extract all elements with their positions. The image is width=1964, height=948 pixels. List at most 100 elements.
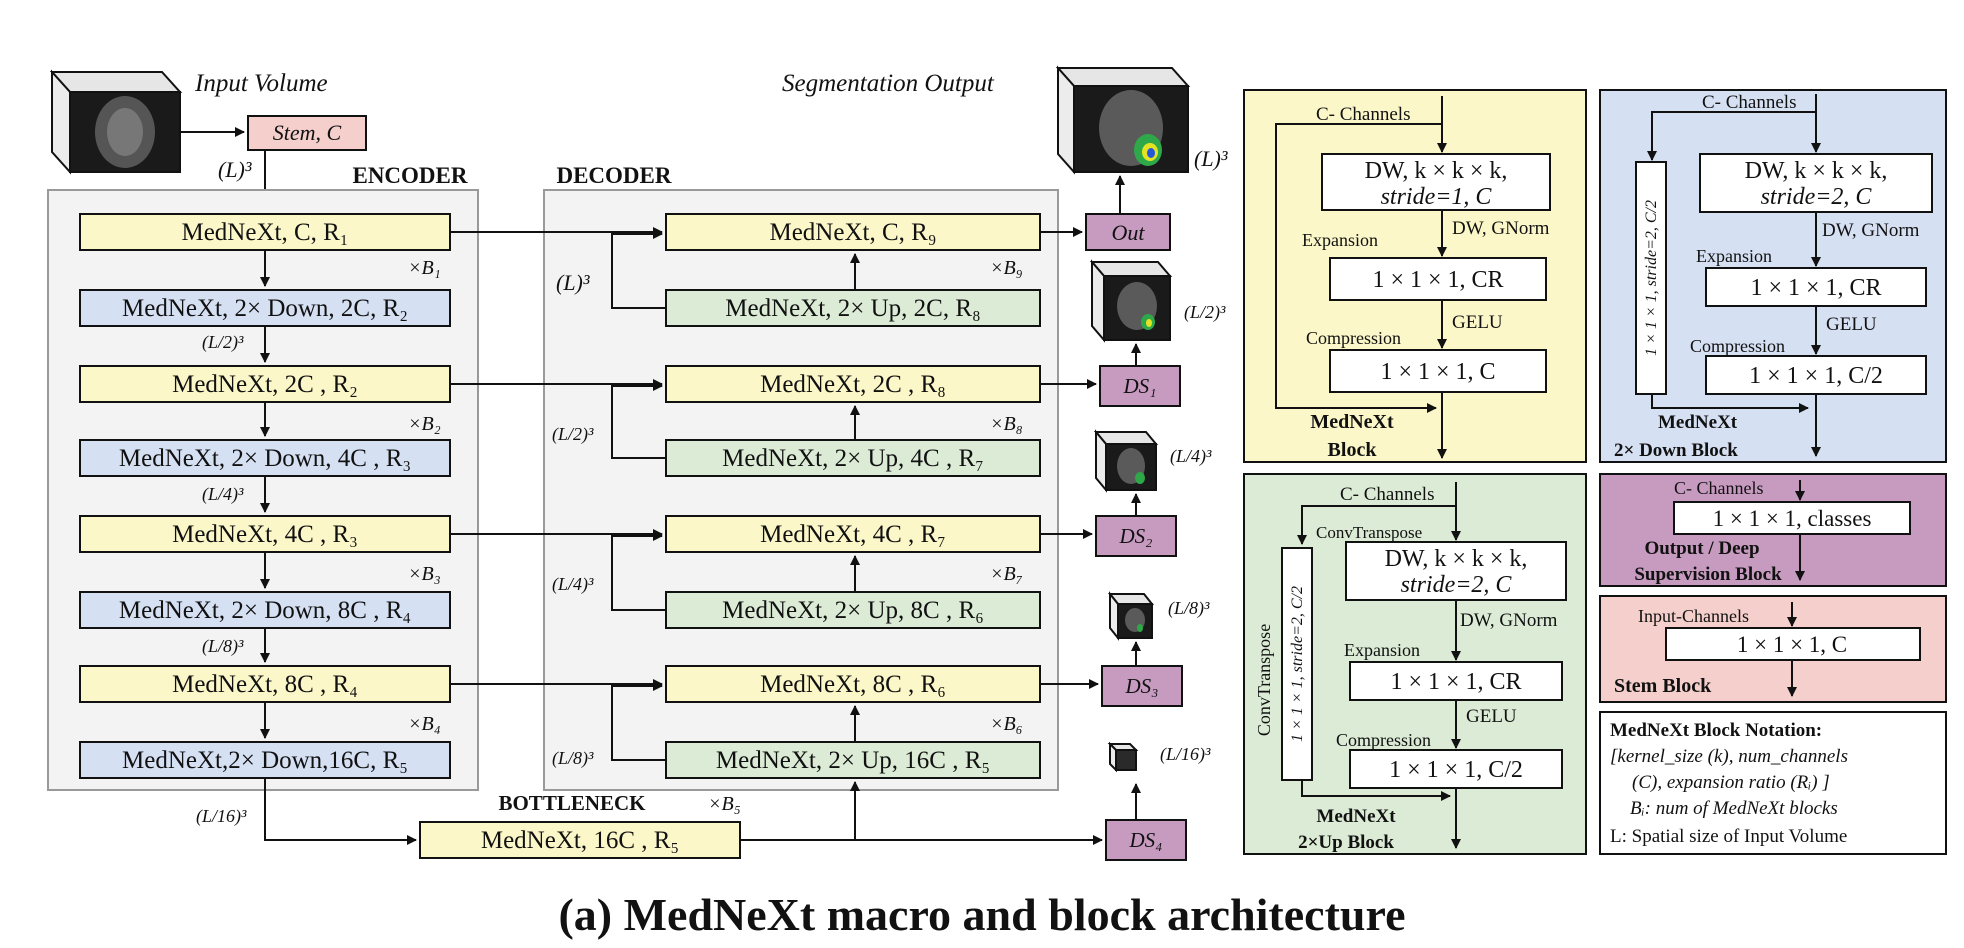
decoder-label-2: MedNeXt, 2× Up, 2C, R₈ [725,295,980,322]
stem-block [247,115,367,151]
stem-title: Stem Block [1614,675,1712,697]
down-exp-text: 1 × 1 × 1, CR [1750,275,1881,301]
down-compression-label: Compression [1690,336,1785,356]
down-side-text: 1 × 1 × 1, stride=2, C/2 [1643,200,1660,356]
repeat-B4: ×B₄ [408,713,441,735]
up-title-2: 2×Up Block [1298,832,1394,853]
encoder-label-5: MedNeXt, 4C , R₃ [172,521,358,548]
decoder-block-8 [665,741,1041,779]
output-size-label: (L)³ [1194,146,1228,171]
encoder-blocks: MedNeXt, C, R₁ MedNeXt, 2× Down, 2C, R₂ … [79,213,451,779]
size-label-L4-dec: (L/4)³ [552,574,594,595]
output-title-1: Output / Deep [1644,538,1759,559]
down-channels-label: C- Channels [1702,92,1796,113]
ds1-volume-icon [1089,259,1173,343]
mednext-exp-text: 1 × 1 × 1, CR [1372,267,1503,293]
up-channels-label: C- Channels [1340,484,1434,505]
up-dw-line1: DW, k × k × k, [1385,546,1528,572]
stem-channels-label: Input-Channels [1638,606,1749,626]
up-title-1: MedNeXt [1316,806,1396,827]
mednext-comp-text: 1 × 1 × 1, C [1380,359,1495,385]
decoder-block-5 [665,515,1041,553]
up-dw-box [1345,541,1567,601]
bottleneck-label: MedNeXt, 16C , R₅ [481,827,679,854]
decoder-label-4: MedNeXt, 2× Up, 4C , R₇ [722,445,984,472]
ds3-volume-icon [1107,591,1155,641]
down-title-2: 2× Down Block [1614,440,1738,461]
encoder-block-7 [79,665,451,703]
ds2-size-label: (L/4)³ [1170,446,1212,467]
ds2-block [1095,515,1177,557]
repeat-B8: ×B₈ [990,413,1023,435]
down-comp-box [1705,355,1927,395]
encoder-label-6: MedNeXt, 2× Down, 8C , R₄ [119,597,411,624]
mednext-dw-line2: stride=1, C [1381,184,1493,210]
stem-box [1665,627,1921,661]
repeat-B9: ×B₉ [990,257,1023,279]
encoder-label-4: MedNeXt, 2× Down, 4C , R₃ [119,445,411,472]
encoder-title: ENCODER [352,163,467,188]
input-volume-label: Input Volume [194,70,328,97]
decoder-label-7: MedNeXt, 8C , R₆ [760,671,946,698]
ds3-size-label: (L/8)³ [1168,598,1210,619]
size-label-L16-enc: (L/16)³ [196,806,247,827]
encoder-block-3 [79,365,451,403]
mednext-dw-line1: DW, k × k × k, [1365,158,1508,184]
notation-line1: [kernel_size (k), num_channels [1610,746,1848,767]
output-title-2: Supervision Block [1634,564,1782,585]
size-label-L4-enc: (L/4)³ [202,484,244,505]
decoder-label-5: MedNeXt, 4C , R₇ [760,521,946,548]
up-comp-text: 1 × 1 × 1, C/2 [1389,757,1523,783]
mednext-gelu-label: GELU [1452,312,1503,333]
mednext-dwnorm-label: DW, GNorm [1452,218,1550,239]
down-dw-line2: stride=2, C [1761,184,1873,210]
out-block [1085,213,1171,251]
ds3-block [1101,665,1183,707]
encoder-label-8: MedNeXt,2× Down,16C, R₅ [122,747,408,774]
stem-label: Stem, C [273,120,342,145]
down-dwnorm-label: DW, GNorm [1822,220,1920,241]
down-dw-line1: DW, k × k × k, [1745,158,1888,184]
ds4-label: DS₄ [1129,828,1163,852]
bottleneck-title: BOTTLENECK [498,791,646,815]
repeat-B6: ×B₆ [990,713,1023,735]
ds2-volume-icon [1093,429,1159,493]
down-expansion-label: Expansion [1696,246,1772,266]
size-label-L2-dec: (L/2)³ [552,424,594,445]
size-label-L8-enc: (L/8)³ [202,636,244,657]
ds1-block [1099,365,1181,407]
up-expansion-label: Expansion [1344,640,1420,660]
repeat-B1: ×B₁ [408,257,441,279]
up-dwnorm-label: DW, GNorm [1460,610,1558,631]
up-side-box [1281,547,1313,781]
decoder-blocks: MedNeXt, C, R₉ MedNeXt, 2× Up, 2C, R₈ Me… [665,213,1041,779]
down-comp-text: 1 × 1 × 1, C/2 [1749,363,1883,389]
up-exp-box [1349,661,1563,701]
up-dw-line2: stride=2, C [1401,572,1513,598]
encoder-block-4 [79,439,451,477]
encoder-block-1 [79,213,451,251]
notation-title: MedNeXt Block Notation: [1610,720,1822,741]
mednext-title-1: MedNeXt [1310,411,1394,433]
up-comp-box [1349,749,1563,789]
encoder-block-2 [79,289,451,327]
output-volume-icon [1055,65,1191,175]
notation-line4: L: Spatial size of Input Volume [1610,826,1847,847]
mednext-title-2: Block [1328,439,1378,461]
ds4-block [1105,819,1187,861]
up-gelu-label: GELU [1466,706,1517,727]
down-side-box [1635,161,1667,395]
size-label-L2-enc: (L/2)³ [202,332,244,353]
decoder-block-1 [665,213,1041,251]
output-channels-label: C- Channels [1674,478,1764,498]
mednext-exp-box [1329,257,1547,301]
bottleneck-block [419,821,741,859]
mednext-channels-label: C- Channels [1316,104,1410,125]
up-convtranspose-label: ConvTranspose [1316,523,1422,542]
ds2-label: DS₂ [1119,524,1153,548]
ds1-size-label: (L/2)³ [1184,302,1226,323]
decoder-label-3: MedNeXt, 2C , R₈ [760,371,946,398]
ds1-label: DS₁ [1123,374,1157,398]
notation-box [1599,711,1947,855]
